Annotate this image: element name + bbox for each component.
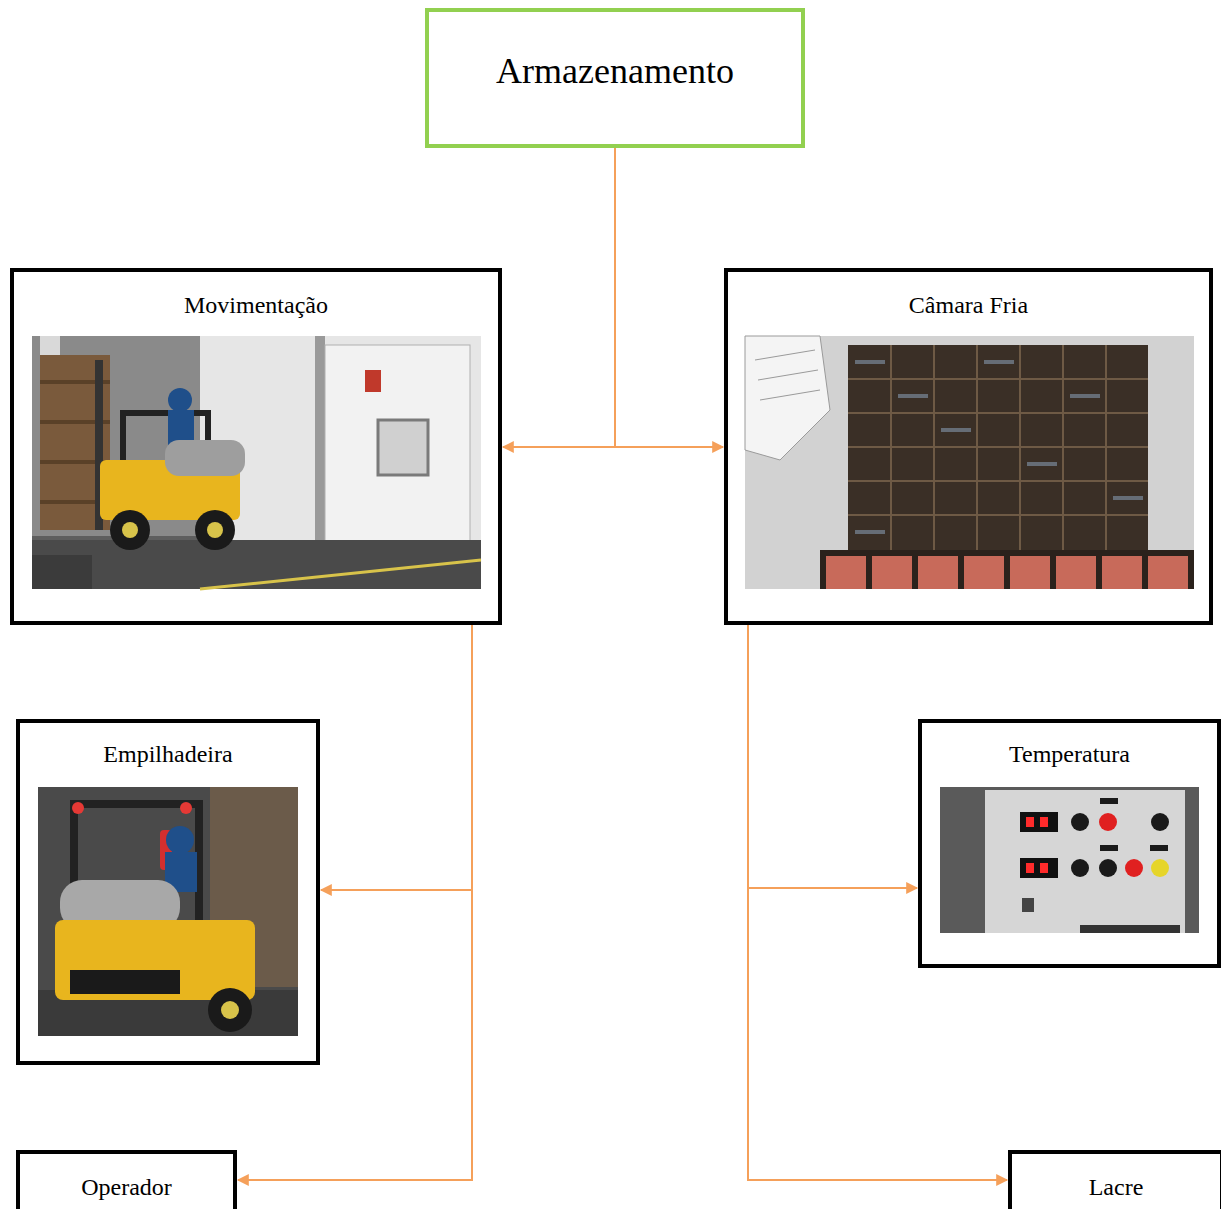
forklift-photo [32,336,481,589]
cold-room-photo [745,336,1194,589]
category-box: Câmara Fria [724,268,1213,625]
connector-arrow [748,625,917,888]
root-box: Armazenamento [425,8,805,148]
node-label: Movimentação [14,272,498,319]
category-box: Movimentação [10,268,502,625]
connector-arrow [748,625,1007,1180]
item-box: Empilhadeira [16,719,320,1065]
item-box: Lacre [1008,1150,1221,1209]
item-box: Temperatura [918,719,1221,968]
node-label: Armazenamento [429,12,801,92]
forklift-photo [38,787,298,1036]
connector-arrow [615,148,723,447]
node-label: Câmara Fria [728,272,1209,319]
connector-arrow [238,625,472,1180]
connector-arrow [503,148,615,447]
connector-arrow [321,625,472,890]
node-label: Empilhadeira [20,723,316,768]
node-label: Operador [20,1154,233,1201]
control-panel-photo [940,787,1199,933]
node-label: Lacre [1012,1154,1220,1201]
item-box: Operador [16,1150,237,1209]
node-label: Temperatura [922,723,1217,768]
